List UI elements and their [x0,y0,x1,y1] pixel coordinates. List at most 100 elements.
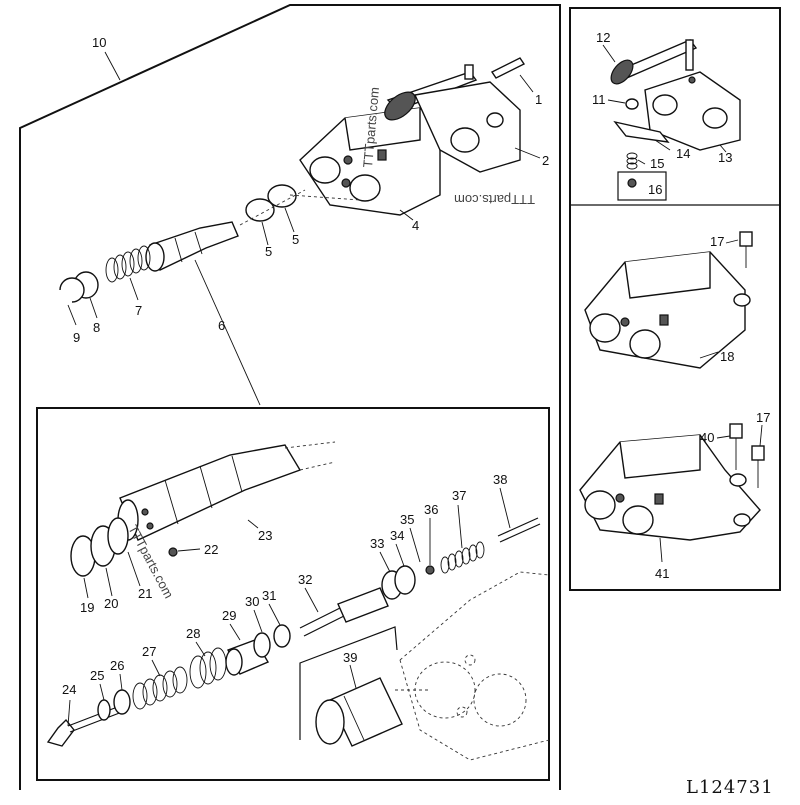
leader-32 [304,587,319,613]
mounting-bolt-40 [729,423,743,470]
leader-22 [177,548,201,552]
ring-34 [394,565,416,595]
leader-26 [119,673,123,691]
leader-41 [659,537,663,563]
leader-31 [268,603,281,626]
valve-housing [299,107,441,216]
assembly-line-1 [239,189,306,226]
pilot-pin [497,517,541,543]
callout-35: 35 [400,512,414,527]
callout-13: 13 [718,150,732,165]
leader-40 [716,435,731,439]
valve-sleeve [117,441,336,541]
callout-30: 30 [245,594,259,609]
phantom-housing [395,571,550,761]
washer-26 [113,689,131,715]
pilot-spring [440,541,485,574]
callout-23: 23 [258,528,272,543]
cover-plate [413,81,521,173]
valve-spool [145,221,239,272]
callout-10: 10 [92,35,106,50]
valve-detail-frame [36,407,550,781]
valve-housing-41 [579,434,761,541]
washer-25 [97,699,111,721]
callout-5a: 5 [265,244,272,259]
callout-24: 24 [62,682,76,697]
callout-1: 1 [535,92,542,107]
callout-15: 15 [650,156,664,171]
callout-2: 2 [542,153,549,168]
leader-6 [194,259,261,406]
leader-13 [719,144,727,153]
callout-38: 38 [493,472,507,487]
leader-7 [129,277,139,301]
valve-housing-18 [584,251,751,369]
poppet-spring [132,666,188,710]
leader-12 [602,44,616,63]
seal-ring-2 [267,184,297,208]
callout-21: 21 [138,586,152,601]
callout-16: 16 [648,182,662,197]
valve-plug [315,677,403,747]
callout-37: 37 [452,488,466,503]
ring-30 [253,632,271,658]
leader-27 [151,659,161,677]
callout-36: 36 [424,502,438,517]
callout-9: 9 [73,330,80,345]
callout-22: 22 [204,542,218,557]
leader-33 [379,551,391,573]
callout-25: 25 [90,668,104,683]
poppet [46,705,123,747]
leader-37 [457,504,463,549]
callout-27: 27 [142,644,156,659]
leader-18 [699,351,719,359]
callout-6: 6 [218,318,225,333]
detent-seat [627,178,637,188]
callout-18: 18 [720,349,734,364]
watermark-2: TTTparts.com [454,192,535,207]
leader-35 [409,527,421,563]
leader-11 [607,99,626,104]
leader-4 [399,209,414,221]
seal-ring [245,198,275,222]
main-panel-frame [19,4,561,790]
leader-20 [105,567,113,597]
callout-28: 28 [186,626,200,641]
callout-26: 26 [110,658,124,673]
leader-5a [261,221,269,246]
callout-39: 39 [343,650,357,665]
leader-17a [725,239,739,244]
plunger [299,587,389,637]
leader-19 [83,577,89,599]
leader-9 [67,304,77,326]
leader-24 [67,699,71,727]
plug-inset-frame [299,626,398,740]
callout-4: 4 [412,218,419,233]
leader-8 [89,297,98,319]
callout-7: 7 [135,303,142,318]
check-ball [168,547,178,557]
callout-29: 29 [222,608,236,623]
control-lever [384,57,526,121]
callout-20: 20 [104,596,118,611]
leader-15 [637,159,646,165]
leader-28 [195,641,206,657]
callout-8: 8 [93,320,100,335]
ring-31 [273,624,291,648]
callout-33: 33 [370,536,384,551]
outer-spring [189,647,227,689]
leader-17b [759,424,763,447]
side-panel-frame [569,7,781,591]
retainer-ring [107,517,129,555]
reference-code: L124731 [686,777,774,798]
callout-17a: 17 [710,234,724,249]
callout-34: 34 [390,528,404,543]
detent-seat-box [617,171,667,201]
leader-30 [253,609,263,633]
callout-5b: 5 [292,232,299,247]
callout-17b: 17 [756,410,770,425]
snap-ring [59,277,85,303]
leader-21 [127,551,141,587]
